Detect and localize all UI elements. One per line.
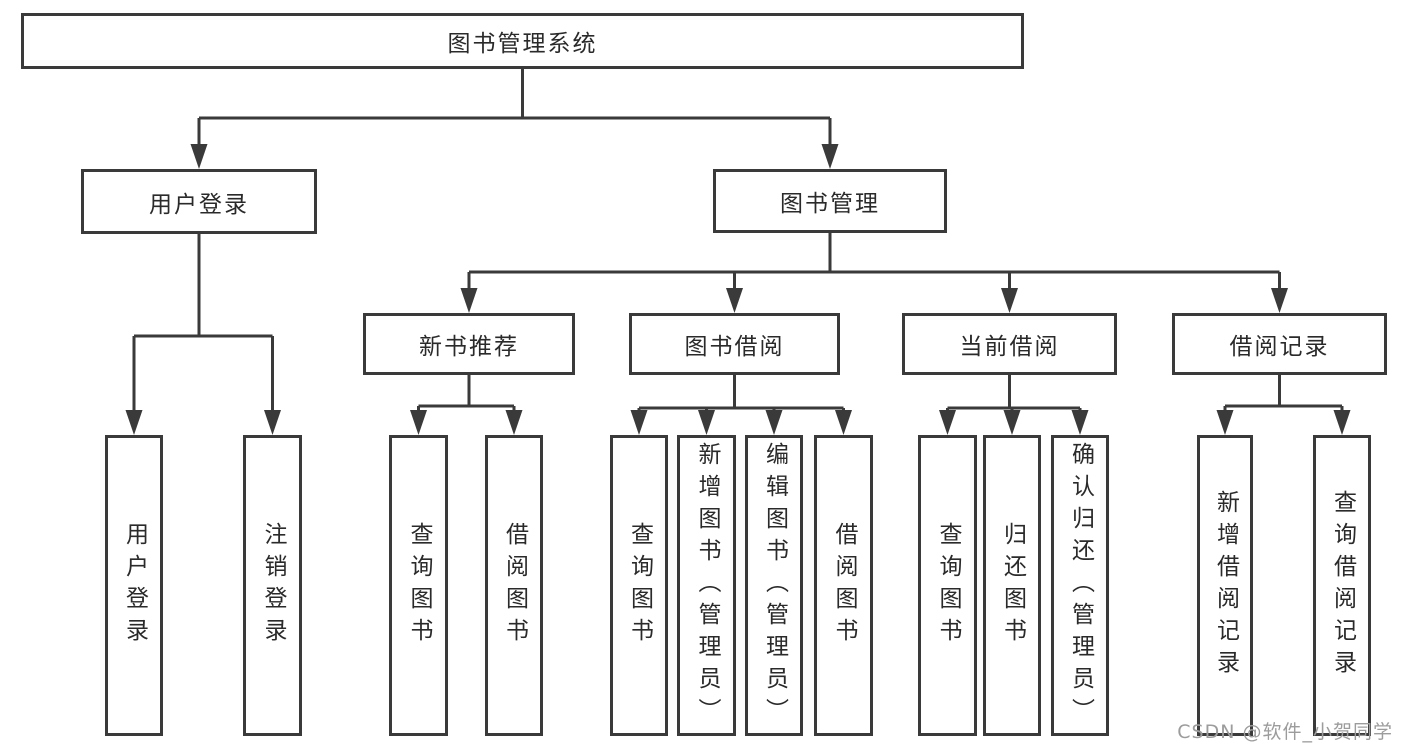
leaf-query-books-recommend: 查询图书 xyxy=(389,435,448,736)
leaf-query-books-borrow: 查询图书 xyxy=(610,435,668,736)
leaf-add-book-admin: 新增图书（管理员） xyxy=(677,435,736,736)
leaf-confirm-return-admin: 确认归还（管理员） xyxy=(1051,435,1109,736)
leaf-user-login: 用户登录 xyxy=(105,435,163,736)
node-book-management: 图书管理 xyxy=(713,169,947,233)
leaf-query-borrow-record: 查询借阅记录 xyxy=(1313,435,1371,736)
leaf-borrow-books-recommend: 借阅图书 xyxy=(485,435,543,736)
node-book-borrow: 图书借阅 xyxy=(629,313,840,375)
node-library-management-system: 图书管理系统 xyxy=(21,13,1024,69)
node-current-borrow: 当前借阅 xyxy=(902,313,1117,375)
csdn-watermark: CSDN @软件_小贺同学 xyxy=(1177,721,1393,743)
node-borrow-records: 借阅记录 xyxy=(1172,313,1387,375)
leaf-edit-book-admin: 编辑图书（管理员） xyxy=(745,435,803,736)
node-user-login: 用户登录 xyxy=(81,169,317,234)
node-new-book-recommend: 新书推荐 xyxy=(363,313,575,375)
leaf-return-books: 归还图书 xyxy=(983,435,1041,736)
leaf-borrow-books: 借阅图书 xyxy=(814,435,873,736)
leaf-add-borrow-record: 新增借阅记录 xyxy=(1197,435,1253,736)
leaf-query-books-current: 查询图书 xyxy=(918,435,977,736)
leaf-logout: 注销登录 xyxy=(243,435,302,736)
